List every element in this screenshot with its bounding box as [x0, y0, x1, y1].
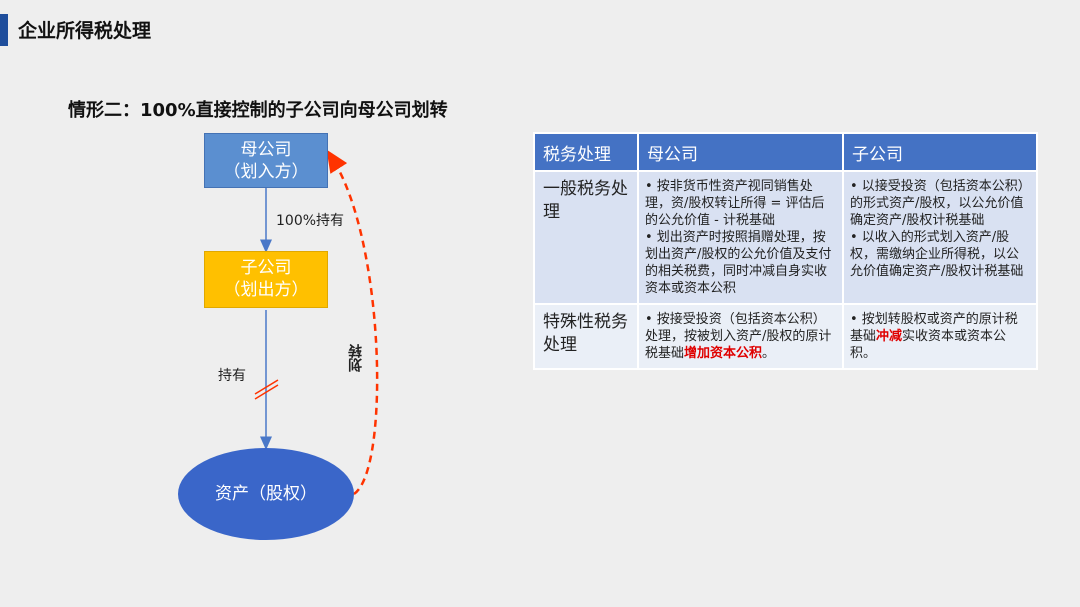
scenario-title: 情形二：100%直接控制的子公司向母公司划转 [68, 100, 448, 121]
hold-label: 持有 [218, 368, 246, 384]
break-mark-1 [254, 379, 279, 395]
transfer-arrow [326, 149, 379, 496]
subsidiary-name: 子公司 [240, 258, 292, 278]
special-parent-end: 。 [762, 346, 776, 361]
tax-treatment-table: 税务处理 母公司 子公司 一般税务处理 • 按非货币性资产视同销售处理，资/股权… [533, 132, 1038, 370]
general-subsidiary-point-1: • 以接受投资（包括资本公积）的形式资产/股权，以公允价值确定资产/股权计税基础 [850, 179, 1025, 228]
transfer-diagram [254, 149, 379, 496]
asset-ellipse: 资产（股权） [178, 448, 354, 540]
special-subsidiary-text: • 按划转股权或资产的原计税基础 [850, 312, 1018, 344]
break-mark-2 [254, 384, 279, 400]
row-label-general: 一般税务处理 [533, 170, 639, 305]
parent-company-name: 母公司 [240, 140, 292, 160]
cell-general-subsidiary: • 以接受投资（包括资本公积）的形式资产/股权，以公允价值确定资产/股权计税基础… [842, 170, 1038, 305]
special-parent-highlight: 增加资本公积 [684, 346, 763, 361]
hold100-label: 100%持有 [276, 213, 345, 229]
cell-special-subsidiary: • 按划转股权或资产的原计税基础冲减实收资本或资本公积。 [842, 303, 1038, 370]
subsidiary-box: 子公司 （划出方） [204, 251, 328, 308]
header-subsidiary: 子公司 [842, 132, 1038, 172]
special-subsidiary-end: 实收资本或资本公积。 [850, 329, 1007, 361]
header-tax-treatment: 税务处理 [533, 132, 639, 172]
general-parent-point-1: • 按非货币性资产视同销售处理，资/股权转让所得 = 评估后的公允价值 - 计税… [645, 179, 825, 228]
subsidiary-role: （划出方） [223, 280, 309, 300]
row-label-special: 特殊性税务处理 [533, 303, 639, 370]
parent-company-box: 母公司 （划入方） [204, 133, 328, 188]
table-header-row: 税务处理 母公司 子公司 [533, 132, 1038, 172]
header-parent: 母公司 [637, 132, 844, 172]
table-row: 特殊性税务处理 • 按接受投资（包括资本公积）处理，按被划入资产/股权的原计税基… [533, 303, 1038, 370]
table-row: 一般税务处理 • 按非货币性资产视同销售处理，资/股权转让所得 = 评估后的公允… [533, 170, 1038, 305]
cell-general-parent: • 按非货币性资产视同销售处理，资/股权转让所得 = 评估后的公允价值 - 计税… [637, 170, 844, 305]
general-parent-point-2: • 划出资产时按照捐赠处理，按划出资产/股权的公允价值及支付的相关税费，同时冲减… [645, 230, 832, 296]
transfer-label: 划转 [348, 344, 364, 372]
title-accent-bar [0, 14, 8, 46]
general-subsidiary-point-2: • 以收入的形式划入资产/股权，需缴纳企业所得税，以公允价值确定资产/股权计税基… [850, 230, 1024, 279]
page-title: 企业所得税处理 [18, 20, 152, 42]
special-parent-text: • 按接受投资（包括资本公积）处理，按被划入资产/股权的原计税基础 [645, 312, 832, 361]
special-subsidiary-highlight: 冲减 [876, 329, 903, 344]
parent-company-role: （划入方） [223, 162, 309, 182]
cell-special-parent: • 按接受投资（包括资本公积）处理，按被划入资产/股权的原计税基础增加资本公积。 [637, 303, 844, 370]
